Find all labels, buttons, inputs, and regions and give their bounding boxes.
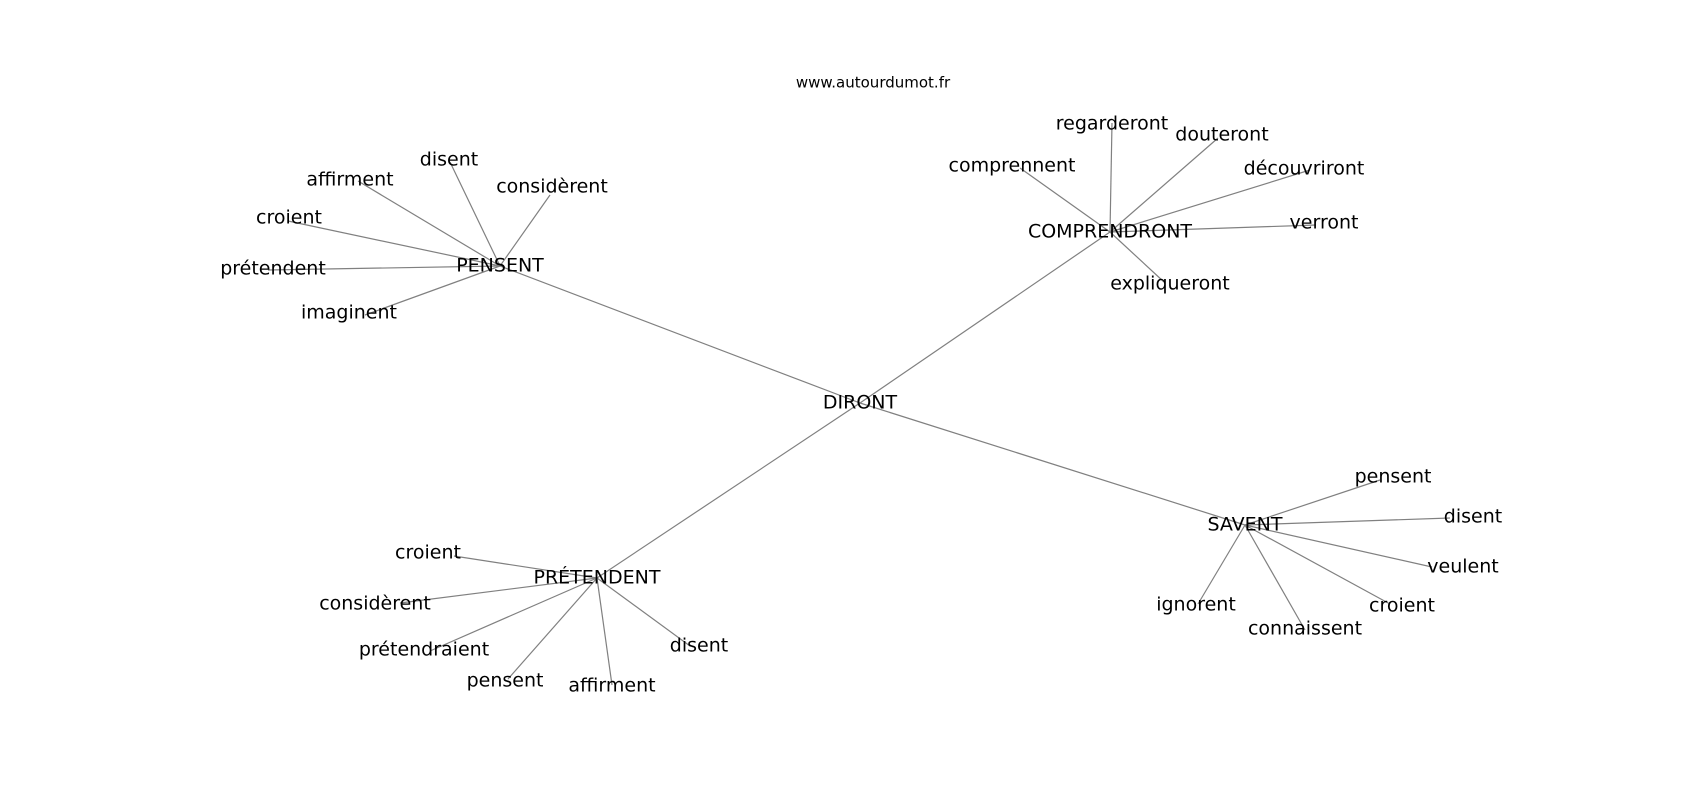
edge-leaf: [596, 577, 613, 686]
hub-node-label: PENSENT: [456, 255, 544, 277]
labels-layer: DIRONT PENSENT affirment disent considèrent…: [220, 113, 1502, 697]
leaf-node-label: prétendent: [220, 258, 326, 280]
leaf-node-label: douteront: [1175, 124, 1268, 146]
edge-leaf: [596, 577, 691, 647]
hub-node-label: SAVENT: [1207, 514, 1282, 536]
leaf-node-label: disent: [670, 635, 728, 657]
edge-leaf: [1019, 167, 1111, 233]
edge-leaf: [507, 577, 598, 680]
leaf-node-label: pensent: [1355, 466, 1432, 488]
leaf-node-label: connaissent: [1248, 618, 1362, 640]
edge-leaf: [1109, 231, 1165, 283]
edge-leaf: [1244, 524, 1391, 605]
edge-leaf: [364, 265, 501, 316]
leaf-node-label: expliqueront: [1110, 273, 1230, 295]
edge-leaf: [1109, 169, 1311, 233]
leaf-node-label: imaginent: [301, 302, 397, 324]
leaf-node-label: prétendraient: [359, 639, 489, 661]
leaf-node-label: croient: [1369, 595, 1435, 617]
center-node-label: DIRONT: [823, 392, 898, 414]
edge-leaf: [1109, 137, 1219, 233]
hub-node-label: COMPRENDRONT: [1028, 221, 1192, 243]
leaf-node-label: ignorent: [1156, 594, 1236, 616]
edge-leaf: [1244, 479, 1381, 526]
leaf-node-label: disent: [1444, 506, 1502, 528]
edge-center-to-savent: [859, 402, 1246, 526]
leaf-node-label: veulent: [1427, 556, 1498, 578]
edge-leaf: [1244, 524, 1306, 631]
edge-leaf: [449, 161, 501, 267]
edge-leaf: [1244, 517, 1451, 526]
edges-layer: [267, 122, 1451, 686]
edge-leaf: [499, 194, 551, 267]
leaf-node-label: affirment: [568, 675, 655, 697]
edge-leaf: [453, 555, 598, 579]
edge-leaf: [399, 577, 598, 604]
leaf-node-label: pensent: [467, 670, 544, 692]
watermark-text: www.autourdumot.fr: [796, 74, 951, 92]
leaf-node-label: verront: [1290, 212, 1359, 234]
leaf-node-label: croient: [256, 207, 322, 229]
edge-center-to-pensent: [499, 265, 861, 404]
leaf-node-label: découvriront: [1244, 158, 1365, 180]
edge-leaf: [1197, 524, 1246, 605]
leaf-node-label: considèrent: [496, 176, 608, 198]
edge-leaf: [1109, 224, 1317, 233]
edge-leaf: [1244, 524, 1433, 568]
edge-leaf: [287, 220, 501, 267]
leaf-node-label: disent: [420, 149, 478, 171]
edge-leaf: [1109, 122, 1113, 233]
leaf-node-label: comprennent: [949, 155, 1076, 177]
hub-node-label: PRÉTENDENT: [534, 566, 661, 589]
leaf-node-label: affirment: [306, 169, 393, 191]
leaf-node-label: considèrent: [319, 593, 431, 615]
leaf-node-label: croient: [395, 542, 461, 564]
edge-leaf: [267, 265, 501, 271]
edge-leaf: [429, 577, 598, 652]
edge-center-to-comprendront: [859, 231, 1111, 404]
edge-leaf: [357, 180, 501, 267]
edge-center-to-prétendent: [596, 402, 861, 579]
leaf-node-label: regarderont: [1056, 113, 1169, 135]
